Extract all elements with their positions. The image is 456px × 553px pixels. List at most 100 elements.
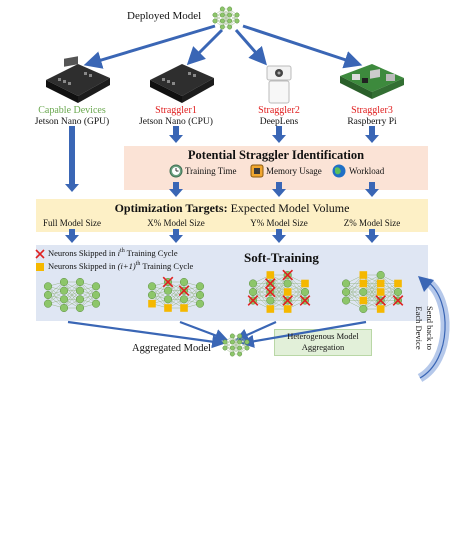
neuron [229,345,235,351]
skipped-neuron-next [180,304,188,312]
straggler2-title: Straggler2 [258,105,300,116]
neuron [147,282,157,291]
neuron [75,303,85,313]
globe-icon [332,164,346,178]
neuron [219,18,225,24]
skipped-neuron-next [266,271,275,279]
legend-skip-i-icon [35,249,45,259]
skipped-neuron-next [266,305,275,313]
neuron [212,12,218,18]
size-z: Z% Model Size [343,218,401,228]
straggler3-subtitle: Raspberry Pi [347,117,397,127]
neuron [248,287,258,297]
soft-training-title: Soft-Training [244,250,319,265]
capable-devices-title: Capable Devices [38,105,106,116]
jetson-board-icon [150,64,214,103]
neuron [229,333,235,339]
neuron [163,286,173,295]
neuron [75,286,85,295]
straggler1-subtitle: Jetson Nano (CPU) [139,117,213,127]
neuron [91,290,101,300]
neuron [91,282,101,291]
neuron [212,18,218,24]
neuron [227,24,233,30]
legend-skip-i: Neurons Skipped in ith Training Cycle [48,248,178,258]
neuron [75,277,85,287]
neuron [300,287,310,297]
targets-title-rest: Expected Model Volume [227,201,350,215]
neuron [195,299,205,308]
neuron [229,351,235,357]
neuron [59,295,69,304]
neuron [43,282,53,291]
skipped-neuron-next [376,305,385,313]
neuron [195,290,205,300]
workload-label: Workload [349,166,385,176]
aggregated-model-label: Aggregated Model [132,343,212,354]
send-back-line2: Each Device [414,306,424,350]
neuron [341,287,351,297]
neuron [234,18,240,24]
straggler3-title: Straggler3 [351,105,393,116]
send-back-arrow [417,276,450,382]
targets-title-bold: Optimization Targets: [114,201,228,215]
straggler2-subtitle: DeepLens [259,117,299,127]
neuron [59,303,69,313]
hetero-line2: Aggregation [301,342,345,352]
size-y: Y% Model Size [250,218,308,228]
neuron [227,18,233,24]
neuron [234,12,240,18]
skipped-neuron-next [148,299,156,308]
hetero-aggregation-box [274,329,372,356]
z-model-network [341,270,404,314]
neuron [163,295,173,304]
neuron [244,345,250,351]
neuron [237,333,243,339]
send-back-line1: Send back to [425,306,435,350]
neuron [237,339,243,345]
y-model-network [247,269,311,313]
neuron [43,299,53,308]
skipped-neuron-next [164,304,172,312]
neuron [222,345,228,351]
neuron [283,279,292,288]
neuron [219,12,225,18]
neuron [393,287,403,297]
skipped-neuron-next [359,296,368,305]
raspberry-pi-icon [340,64,404,99]
skipped-neuron-next [283,288,292,296]
aggregated-model-network-icon [222,333,250,357]
neuron [195,282,205,291]
skipped-neuron-next [376,279,385,288]
neuron [219,24,225,30]
neuron [222,339,228,345]
deploy-arrows [83,24,363,69]
neuron [341,296,351,305]
neuron [43,290,53,300]
neuron [59,277,69,287]
neuron [91,299,101,308]
neuron [359,304,368,314]
hetero-line1: Heterogenous Model [287,331,359,341]
neuron [227,12,233,18]
neuron [244,339,250,345]
identification-title: Potential Straggler Identification [187,148,365,162]
targets-title: Optimization Targets: Expected Model Vol… [36,201,428,216]
neuron [248,279,258,288]
deployed-model-network-icon [212,6,240,30]
jetson-board-icon [46,56,110,103]
skipped-neuron-next [394,279,402,288]
deeplens-camera-icon [266,65,292,104]
neuron [179,295,189,304]
neuron [59,286,69,295]
neuron [227,6,233,12]
x-model-network [147,276,205,312]
neuron [376,270,385,280]
skipped-neuron-next [283,305,292,313]
neuron [75,295,85,304]
legend-skip-i1: Neurons Skipped in (i+1)th Training Cycl… [48,261,194,271]
skipped-neuron-next [359,271,368,279]
aggregation-arrows [67,320,367,349]
skipped-neuron-next [301,279,309,288]
